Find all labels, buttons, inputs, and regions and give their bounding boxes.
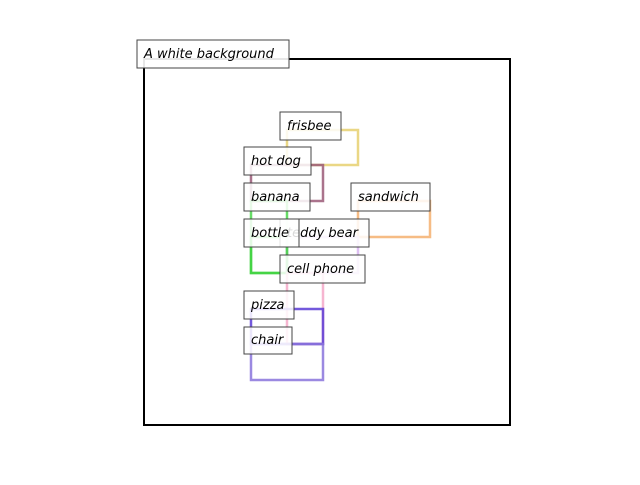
label-bottle: bottle [243, 218, 300, 248]
object-labels: frisbee hot dog banana sandwich teddy be… [243, 111, 431, 355]
canvas-title-text: A white background [143, 47, 275, 62]
label-teddy-bear-text: teddy bear [287, 226, 360, 241]
label-banana: banana [243, 182, 311, 212]
label-sandwich: sandwich [350, 182, 431, 212]
label-bottle-text: bottle [251, 226, 289, 241]
label-pizza: pizza [243, 290, 295, 320]
label-hot-dog: hot dog [243, 146, 312, 176]
label-hot-dog-text: hot dog [251, 154, 301, 169]
label-chair: chair [243, 326, 293, 355]
label-pizza-text: pizza [250, 298, 285, 313]
label-cell-phone: cell phone [279, 254, 366, 284]
label-cell-phone-text: cell phone [287, 262, 354, 277]
label-sandwich-text: sandwich [358, 190, 419, 205]
label-banana-text: banana [251, 190, 300, 205]
canvas-title-label: A white background [136, 39, 290, 69]
label-frisbee: frisbee [279, 111, 342, 141]
label-frisbee-text: frisbee [287, 119, 332, 134]
label-chair-text: chair [251, 333, 285, 348]
